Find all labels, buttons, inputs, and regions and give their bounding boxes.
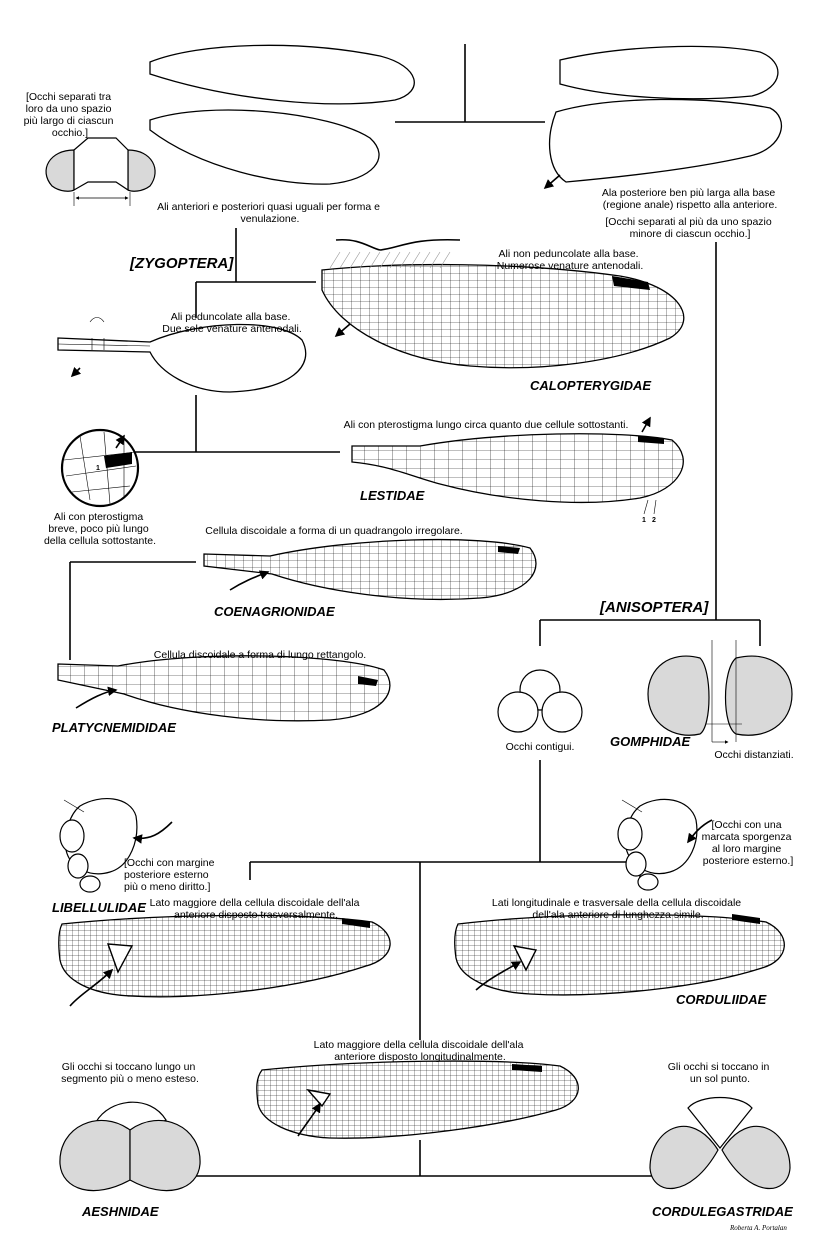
corduliidae-head-figure — [617, 798, 713, 891]
cell-number-2: 2 — [652, 517, 656, 524]
lestidae-wing: 1 2 — [351, 416, 684, 524]
top-connectors — [395, 44, 545, 123]
family-calopterygidae: CALOPTERYGIDAE — [530, 378, 651, 393]
anisoptera-connectors — [162, 242, 761, 1177]
corduliidae-wing — [454, 914, 785, 996]
cordulegastridae-eyes-figure — [649, 1097, 791, 1189]
pterostigma-inset: 1 — [60, 428, 140, 508]
caption-wings-equal: Ali anteriori e posteriori quasi uguali … — [157, 201, 383, 225]
eyes-contiguous-figure — [497, 669, 583, 733]
family-aeshnidae: AESHNIDAE — [81, 1204, 159, 1219]
caption-discoidal-irregular: Cellula discoidale a forma di un quadran… — [205, 525, 462, 537]
caption-eye-margin-straight: [Occhi con margine posteriore esterno pi… — [124, 857, 217, 893]
author-signature: Roberta A. Portalan — [729, 1224, 787, 1232]
caption-petiolate: Ali peduncolate alla base. Due sole vena… — [162, 311, 302, 335]
hindwing-outline-left — [149, 109, 380, 185]
family-gomphidae: GOMPHIDAE — [610, 734, 691, 749]
forewing-outline-right — [559, 45, 779, 100]
aeshnidae-wing — [256, 1060, 579, 1139]
caption-eyes-touch-point: Gli occhi si toccano in un sol punto. — [668, 1061, 772, 1085]
zygoptera-wing-outlines — [149, 44, 415, 185]
family-corduliidae: CORDULIIDAE — [676, 992, 767, 1007]
calopterygidae-wing — [321, 238, 685, 369]
caption-not-petiolate: Ali non peduncolate alla base. Numerose … — [497, 248, 644, 272]
coenagrionidae-wing — [203, 538, 537, 601]
caption-discoidal-similar: Lati longitudinale e trasversale della c… — [492, 897, 744, 921]
family-libellulidae: LIBELLULIDAE — [52, 900, 146, 915]
caption-eyes-touch-segment: Gli occhi si toccano lungo un segmento p… — [61, 1061, 199, 1085]
caption-long-pterostigma: Ali con pterostigma lungo circa quanto d… — [344, 419, 629, 431]
group-zygoptera: [ZYGOPTERA] — [129, 255, 234, 272]
hindwing-outline-right — [548, 98, 783, 183]
group-anisoptera: [ANISOPTERA] — [599, 599, 709, 616]
anal-region-arrow — [543, 174, 561, 190]
caption-hindwing-wider: Ala posteriore ben più larga alla base (… — [602, 187, 778, 211]
family-lestidae: LESTIDAE — [360, 488, 425, 503]
family-coenagrionidae: COENAGRIONIDAE — [214, 604, 335, 619]
caption-eyes-contiguous: Occhi contigui. — [506, 741, 575, 753]
platycnemididae-wing — [57, 655, 391, 722]
anisoptera-wing-outlines — [543, 45, 783, 190]
caption-discoidal-longitudinal: Lato maggiore della cellula discoidale d… — [314, 1039, 527, 1063]
zygoptera-connectors — [69, 228, 340, 660]
caption-discoidal-rectangle: Cellula discoidale a forma di lungo rett… — [154, 649, 366, 661]
libellulidae-head-figure — [59, 798, 173, 893]
family-platycnemididae: PLATYCNEMIDIDAE — [52, 720, 176, 735]
caption-eyes-separated-narrow: [Occhi separati al più da uno spazio min… — [605, 216, 774, 240]
petiolate-wing — [57, 317, 307, 393]
libellulidae-wing — [58, 914, 391, 1007]
eyes-separated-wide-figure — [45, 137, 156, 206]
caption-eye-margin-protrusion: [Occhi con una marcata sporgenza al loro… — [702, 819, 795, 867]
caption-eyes-separated-wide: [Occhi separati tra loro da uno spazio p… — [24, 91, 117, 139]
caption-eyes-distanced: Occhi distanziati. — [714, 749, 793, 761]
cell-number-1: 1 — [642, 517, 646, 524]
gomphidae-eyes-figure — [647, 640, 793, 744]
forewing-outline-left — [149, 44, 415, 105]
caption-discoidal-transverse: Lato maggiore della cellula discoidale d… — [150, 897, 363, 921]
aeshnidae-eyes-figure — [59, 1101, 201, 1192]
family-cordulegastridae: CORDULEGASTRIDAE — [652, 1204, 793, 1219]
caption-short-pterostigma: Ali con pterostigma breve, poco più lung… — [44, 511, 156, 547]
inset-cell-number: 1 — [96, 465, 100, 472]
